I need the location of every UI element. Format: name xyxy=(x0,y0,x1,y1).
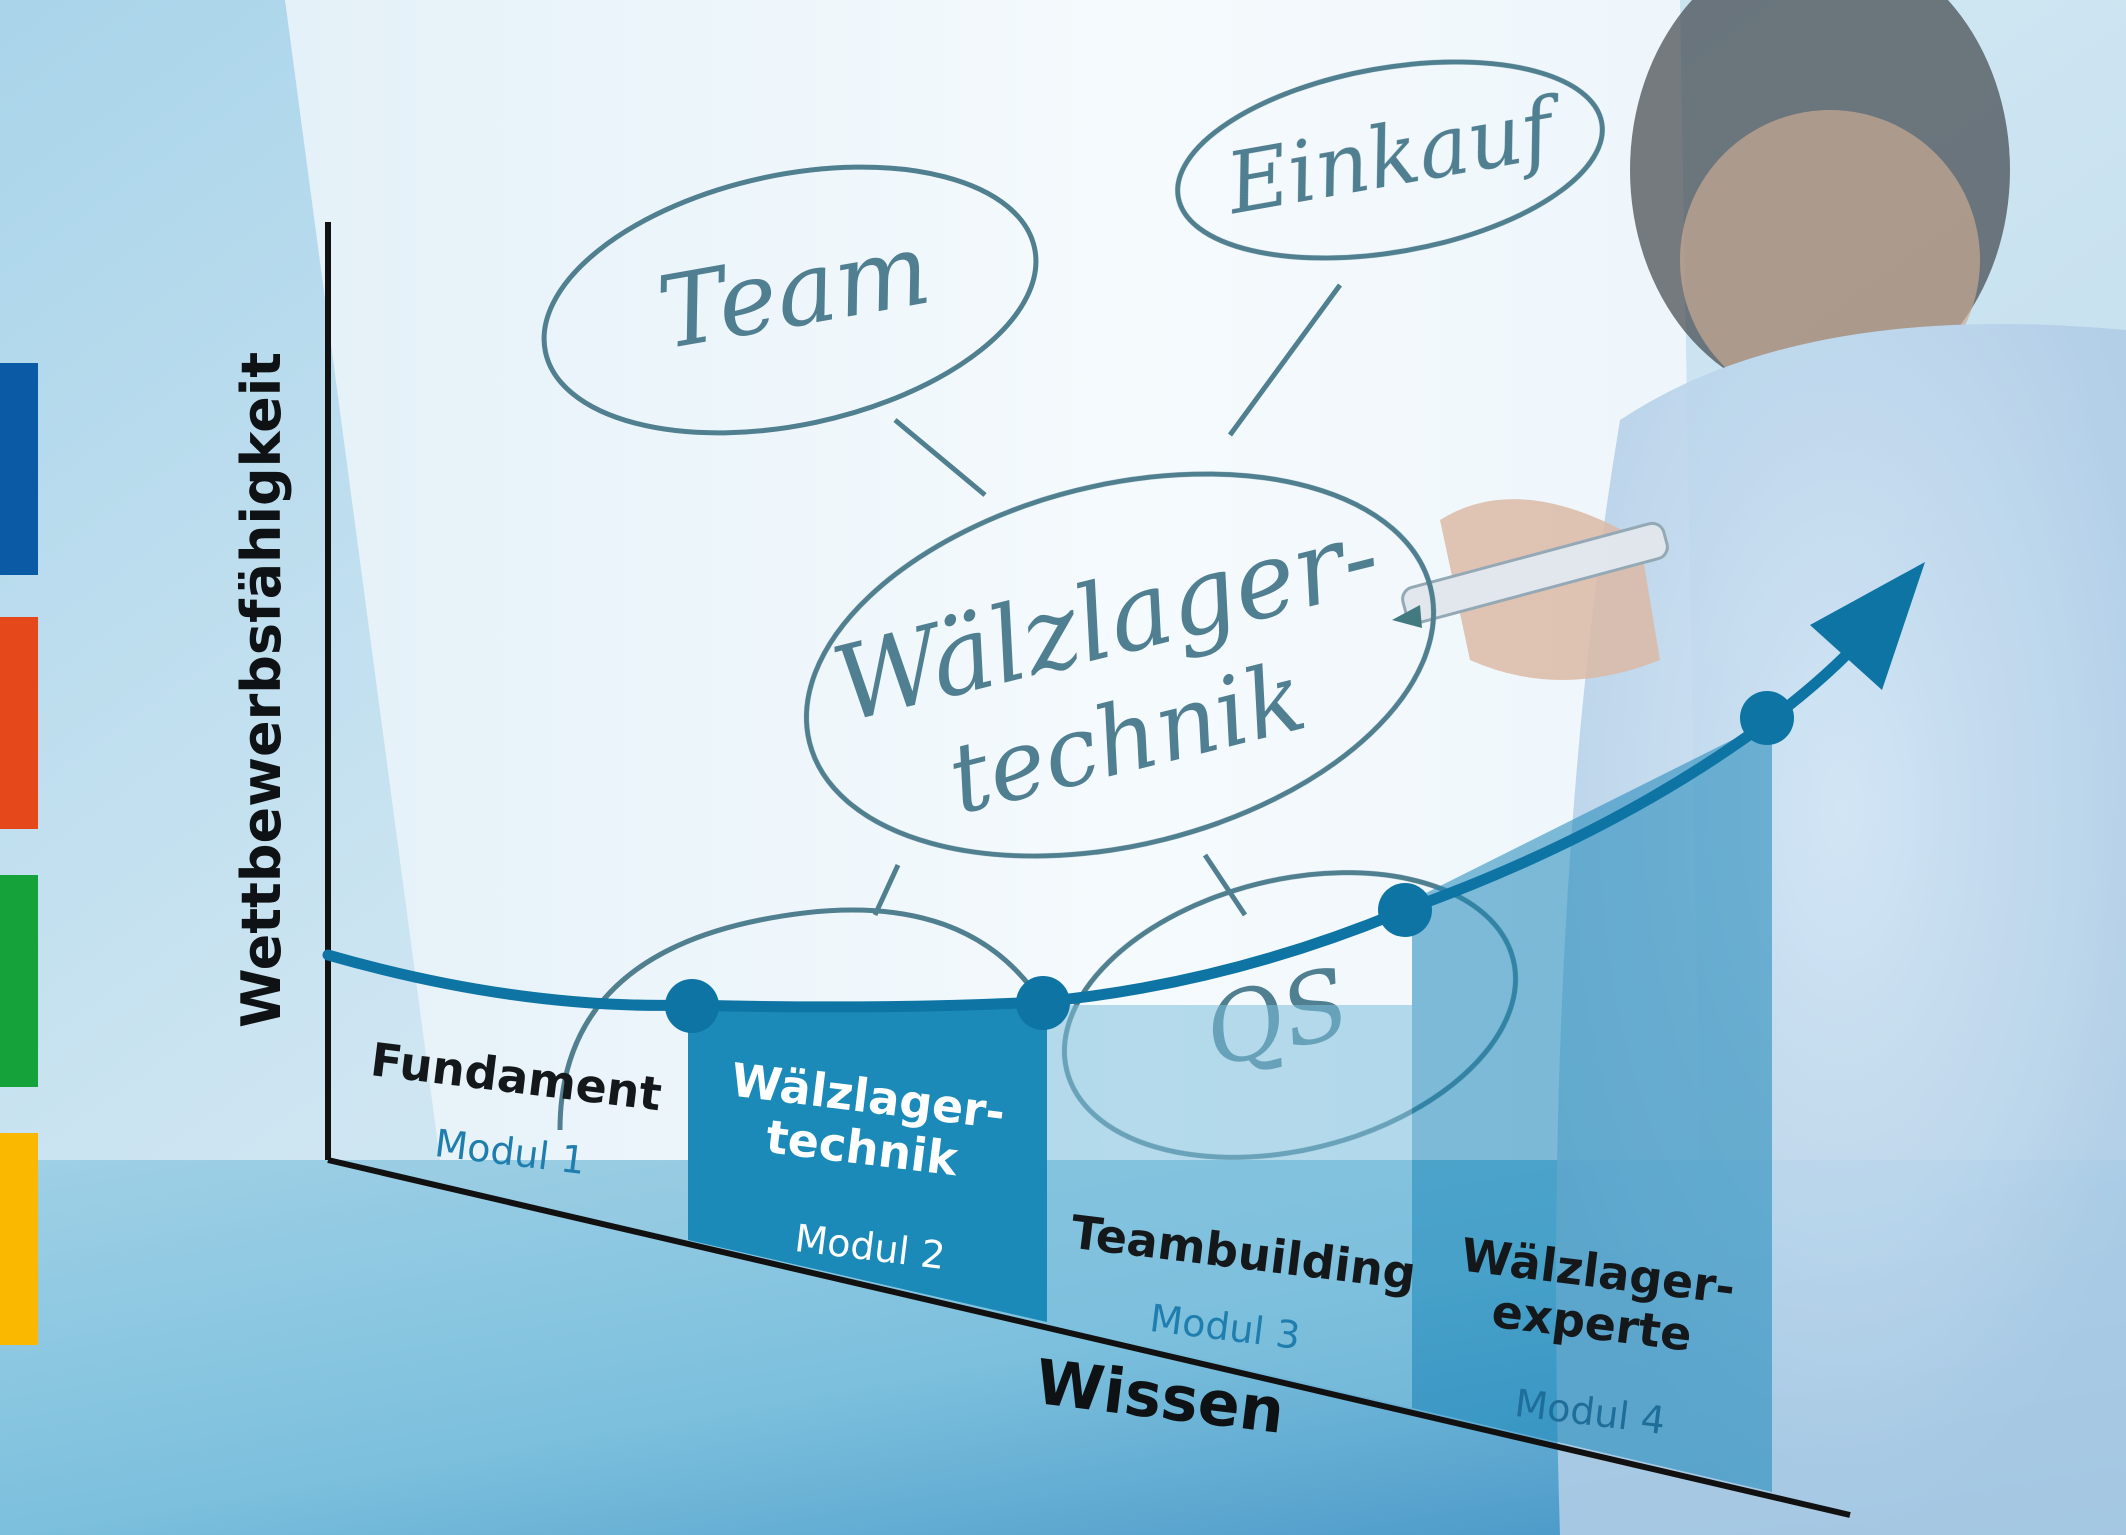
team-ellipse xyxy=(541,164,1039,436)
center-ellipse xyxy=(803,471,1437,859)
curve-node-4 xyxy=(1740,691,1794,745)
curve-node-1 xyxy=(665,979,719,1033)
growth-curve xyxy=(322,562,1925,1033)
curve-node-2 xyxy=(1016,976,1070,1030)
module-block-4 xyxy=(1412,720,1772,1492)
module-blocks xyxy=(328,720,1772,1492)
x-axis xyxy=(327,1157,1851,1518)
curve-arrowhead xyxy=(1810,562,1925,690)
curve-node-3 xyxy=(1378,883,1432,937)
module-block-2 xyxy=(688,1005,1047,1322)
axes xyxy=(325,222,1851,1518)
whiteboard xyxy=(285,0,1700,1160)
left-lower-arc xyxy=(557,907,1043,1131)
module-block-3 xyxy=(1047,1005,1412,1408)
einkauf-ellipse xyxy=(1175,59,1605,261)
